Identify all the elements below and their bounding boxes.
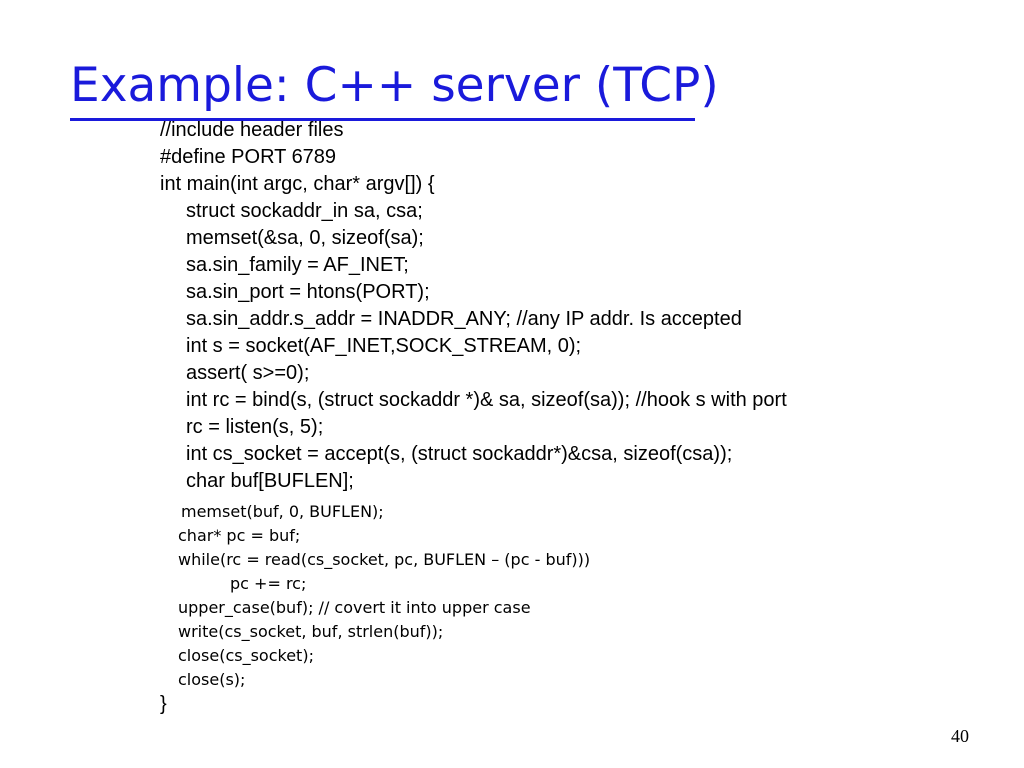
code-line: memset(buf, 0, BUFLEN); — [181, 502, 384, 521]
code-line: //include header files — [160, 119, 344, 141]
code-line: sa.sin_family = AF_INET; — [186, 254, 409, 276]
code-line: close(s); — [178, 670, 246, 689]
code-line: int s = socket(AF_INET,SOCK_STREAM, 0); — [186, 335, 582, 357]
code-line: char buf[BUFLEN]; — [186, 470, 354, 492]
slide-title: Example: C++ server (TCP) — [70, 58, 719, 113]
code-line: while(rc = read(cs_socket, pc, BUFLEN – … — [178, 550, 591, 569]
code-line: int main(int argc, char* argv[]) { — [160, 173, 435, 195]
code-line: pc += rc; — [230, 574, 307, 593]
code-line: #define PORT 6789 — [160, 146, 337, 168]
code-line: rc = listen(s, 5); — [186, 416, 324, 438]
code-line: sa.sin_port = htons(PORT); — [186, 281, 430, 303]
code-line: write(cs_socket, buf, strlen(buf)); — [178, 622, 444, 641]
title-underline — [70, 118, 695, 121]
slide-page-number: 40 — [951, 726, 969, 746]
code-line: char* pc = buf; — [178, 526, 301, 545]
code-line: int rc = bind(s, (struct sockaddr *)& sa… — [186, 389, 787, 411]
code-line: assert( s>=0); — [186, 362, 310, 384]
code-line: sa.sin_addr.s_addr = INADDR_ANY; //any I… — [186, 308, 742, 330]
code-line: struct sockaddr_in sa, csa; — [186, 200, 423, 222]
code-line: upper_case(buf); // covert it into upper… — [178, 598, 531, 617]
code-line: memset(&sa, 0, sizeof(sa); — [186, 227, 424, 249]
code-line: close(cs_socket); — [178, 646, 314, 665]
code-line: int cs_socket = accept(s, (struct sockad… — [186, 443, 733, 465]
code-line: } — [160, 693, 167, 715]
code-block: //include header files #define PORT 6789… — [160, 117, 990, 716]
